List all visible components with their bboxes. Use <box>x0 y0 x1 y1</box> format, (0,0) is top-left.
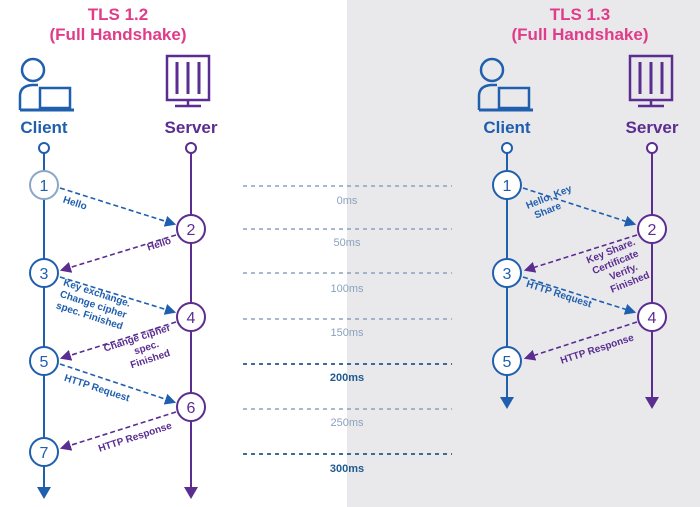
tls12-step-6: 6 <box>176 392 206 422</box>
tls12-step-1: 1 <box>29 170 59 200</box>
tls12-title: TLS 1.2 <box>88 5 148 24</box>
person-at-laptop-icon <box>477 57 533 112</box>
svg-text:2: 2 <box>648 222 657 239</box>
tls12-step-3: 3 <box>29 258 59 288</box>
timeline-150ms: 150ms <box>243 318 452 339</box>
timeline-100ms: 100ms <box>243 272 452 295</box>
svg-text:4: 4 <box>187 310 196 327</box>
tls12-client-label: Client <box>20 118 68 137</box>
tls12-step-2: 2 <box>176 214 206 244</box>
tls13-step-3: 3 <box>492 258 522 288</box>
tls13-arrow-4 <box>523 321 638 361</box>
timeline-50ms: 50ms <box>243 228 452 249</box>
svg-text:Hello: Hello <box>146 236 173 254</box>
tls12-step-5: 5 <box>29 346 59 376</box>
svg-text:Hello: Hello <box>61 195 88 213</box>
tls13-title: TLS 1.3 <box>550 5 610 24</box>
tls13-arrow-2 <box>523 234 638 273</box>
svg-text:6: 6 <box>187 400 196 417</box>
tls12-msg-2-label: Hello <box>146 236 173 254</box>
tls12-arrow-1 <box>59 187 177 227</box>
tls13-step-5: 5 <box>492 346 522 376</box>
svg-text:5: 5 <box>40 354 49 371</box>
svg-text:4: 4 <box>648 310 657 327</box>
tls12-client-lifeline <box>37 142 51 499</box>
tls12-arrow-3 <box>59 276 177 315</box>
tls13-subtitle: (Full Handshake) <box>512 25 649 44</box>
tls12-msg-1-label: Hello <box>61 195 88 213</box>
tls12-step-4: 4 <box>176 302 206 332</box>
svg-text:200ms: 200ms <box>330 372 364 384</box>
svg-text:50ms: 50ms <box>334 237 361 249</box>
svg-text:1: 1 <box>503 178 512 195</box>
tls13-server-label: Server <box>626 118 679 137</box>
tls12-subtitle: (Full Handshake) <box>50 25 187 44</box>
tls13-arrow-1 <box>522 187 637 227</box>
tls13-server-lifeline <box>645 142 659 409</box>
server-rack-icon <box>165 54 211 108</box>
timeline-200ms: 200ms <box>243 363 452 384</box>
tls12-arrow-2 <box>59 234 177 273</box>
svg-text:5: 5 <box>503 354 512 371</box>
server-rack-icon <box>628 54 674 108</box>
person-at-laptop-icon <box>18 57 74 112</box>
timeline-300ms: 300ms <box>243 453 452 475</box>
tls13-arrow-3 <box>522 276 637 315</box>
tls12-msg-5-label: HTTP Request <box>63 373 132 405</box>
svg-text:1: 1 <box>40 178 49 195</box>
tls12-msg-3-label: Key exchange. Change cipher spec. Finish… <box>55 278 132 333</box>
tls13-step-4: 4 <box>637 302 667 332</box>
tls12-arrow-5 <box>59 363 177 405</box>
tls12-arrow-6 <box>59 411 177 451</box>
tls12-step-7: 7 <box>29 437 59 467</box>
svg-text:3: 3 <box>40 266 49 283</box>
tls12-arrow-4 <box>59 321 177 361</box>
tls13-client-label: Client <box>483 118 531 137</box>
tls13-panel-background <box>347 0 700 507</box>
timeline-250ms: 250ms <box>243 408 452 429</box>
svg-text:2: 2 <box>187 222 196 239</box>
svg-text:150ms: 150ms <box>330 327 364 339</box>
tls12-msg-4-label: Change cipher spec. Finished <box>102 323 172 372</box>
tls12-server-label: Server <box>165 118 218 137</box>
timeline-0ms: 0ms <box>243 185 452 207</box>
svg-text:250ms: 250ms <box>330 417 364 429</box>
tls13-step-1: 1 <box>492 170 522 200</box>
svg-text:3: 3 <box>503 266 512 283</box>
svg-text:300ms: 300ms <box>330 463 364 475</box>
svg-text:7: 7 <box>40 445 49 462</box>
svg-text:HTTP Request: HTTP Request <box>63 373 132 405</box>
svg-text:0ms: 0ms <box>337 195 358 207</box>
svg-text:100ms: 100ms <box>330 283 364 295</box>
tls13-step-2: 2 <box>637 214 667 244</box>
